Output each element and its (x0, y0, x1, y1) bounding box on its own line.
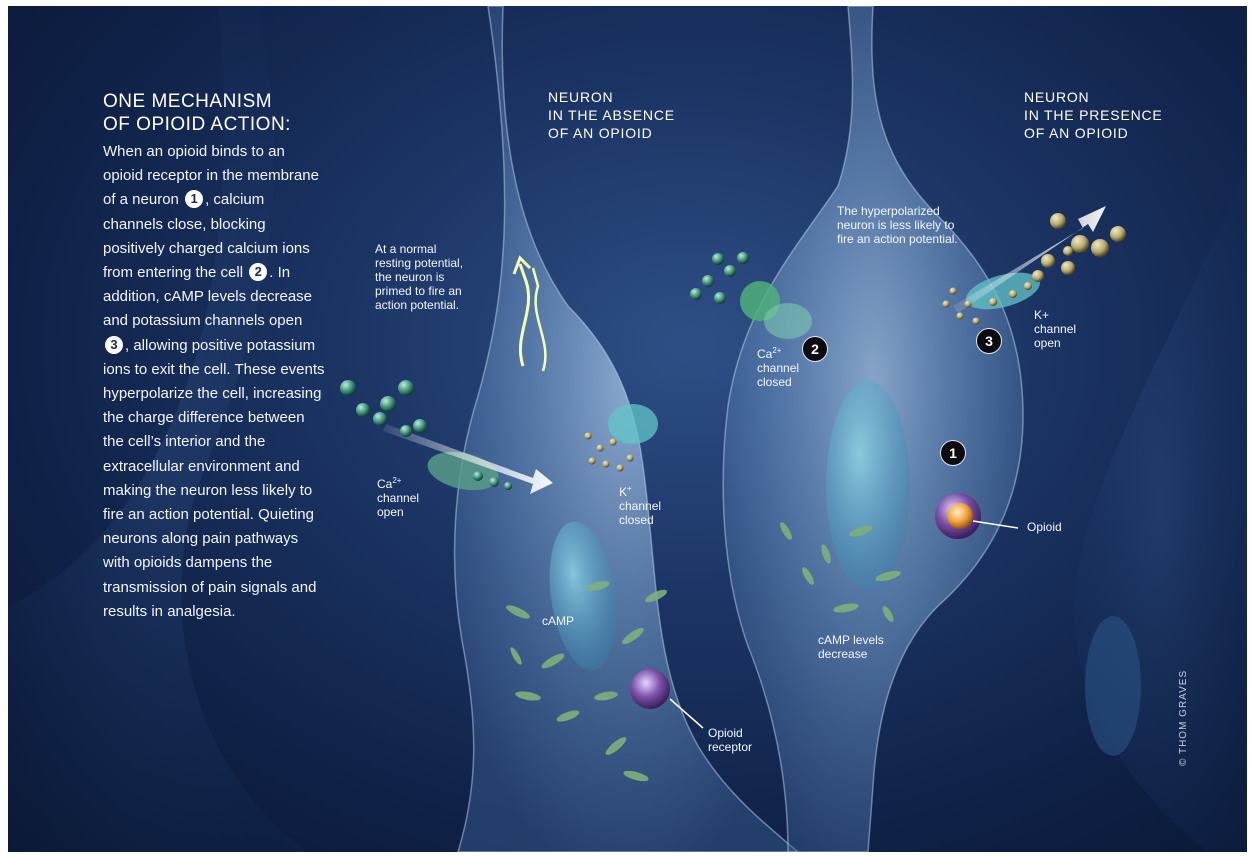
camp-right-line-2: decrease (818, 647, 884, 661)
ca-label-right: Ca2+ (757, 344, 799, 361)
ca-channel-closed-label: Ca2+ channel closed (757, 344, 799, 389)
camp-decrease-label: cAMP levels decrease (818, 633, 884, 661)
right-title-line-3: OF AN OPIOID (1024, 124, 1163, 142)
resting-line-2: resting potential, (375, 256, 463, 270)
right-neuron-title: NEURON IN THE PRESENCE OF AN OPIOID (1024, 88, 1163, 142)
k-channel-left (608, 404, 658, 444)
resting-line-3: the neuron is (375, 270, 463, 284)
opioid-receptor-left (630, 669, 670, 709)
receptor-line-1: Opioid (708, 726, 752, 740)
right-title-line-2: IN THE PRESENCE (1024, 106, 1163, 124)
heading-line-1: ONE MECHANISM (103, 90, 323, 113)
k-left-line-3: closed (619, 513, 661, 527)
ca-right-line-2: channel (757, 361, 799, 375)
left-title-line-3: OF AN OPIOID (548, 124, 675, 142)
k-right-line-1: K+ (1034, 308, 1076, 322)
background-neuron-right (1074, 166, 1247, 852)
ca-base-right: Ca (757, 347, 772, 361)
heading: ONE MECHANISM OF OPIOID ACTION: (103, 90, 323, 136)
ca-sup-right: 2+ (772, 346, 781, 355)
ca-left-line-2: channel (377, 491, 419, 505)
marker-2-badge: 2 (249, 263, 267, 281)
resting-potential-note: At a normal resting potential, the neuro… (375, 242, 463, 312)
camp-label-left: cAMP (542, 614, 574, 628)
k-base-left: K (619, 485, 627, 499)
camp-right-line-1: cAMP levels (818, 633, 884, 647)
resting-line-5: action potential. (375, 298, 463, 312)
artist-credit: © THOM GRAVES (1178, 666, 1192, 766)
explanation-part-4: , allowing positive potassium ions to ex… (103, 337, 325, 620)
marker-1-dark: 1 (940, 440, 966, 466)
k-sup-left: + (627, 484, 632, 493)
background-nucleus-right (1085, 616, 1141, 756)
ca-left-line-3: open (377, 505, 419, 519)
right-nucleus (826, 381, 910, 591)
ca-right-line-3: closed (757, 375, 799, 389)
hyperpolarized-note: The hyperpolarized neuron is less likely… (837, 204, 958, 246)
resting-line-1: At a normal (375, 242, 463, 256)
k-label-left: K+ (619, 482, 661, 499)
ca-base-left: Ca (377, 477, 392, 491)
left-neuron-title: NEURON IN THE ABSENCE OF AN OPIOID (548, 88, 675, 142)
marker-3-badge: 3 (105, 336, 123, 354)
marker-3-dark: 3 (976, 328, 1002, 354)
opioid-receptor-label: Opioid receptor (708, 726, 752, 754)
k-channel-closed-label: K+ channel closed (619, 482, 661, 527)
resting-line-4: primed to fire an (375, 284, 463, 298)
opioid-molecule (947, 503, 973, 529)
illustration: ONE MECHANISM OF OPIOID ACTION: When an … (8, 6, 1247, 852)
k-channel-open-label: K+ channel open (1034, 308, 1076, 350)
k-right-line-3: open (1034, 336, 1076, 350)
hyper-line-3: fire an action potential. (837, 232, 958, 246)
marker-1-badge: 1 (185, 190, 203, 208)
ca-label-left: Ca2+ (377, 474, 419, 491)
ca-ions-right (690, 252, 749, 304)
heading-line-2: OF OPIOID ACTION: (103, 113, 323, 136)
right-title-line-1: NEURON (1024, 88, 1163, 106)
receptor-line-2: receptor (708, 740, 752, 754)
ca-channel-open-label: Ca2+ channel open (377, 474, 419, 519)
left-title-line-2: IN THE ABSENCE (548, 106, 675, 124)
opioid-label: Opioid (1027, 520, 1062, 534)
hyper-line-1: The hyperpolarized (837, 204, 958, 218)
left-title-line-1: NEURON (548, 88, 675, 106)
hyper-line-2: neuron is less likely to (837, 218, 958, 232)
k-left-line-2: channel (619, 499, 661, 513)
marker-2-dark: 2 (802, 336, 828, 362)
explanation-text: When an opioid binds to an opioid recept… (103, 140, 325, 624)
k-right-line-2: channel (1034, 322, 1076, 336)
ca-sup-left: 2+ (392, 476, 401, 485)
